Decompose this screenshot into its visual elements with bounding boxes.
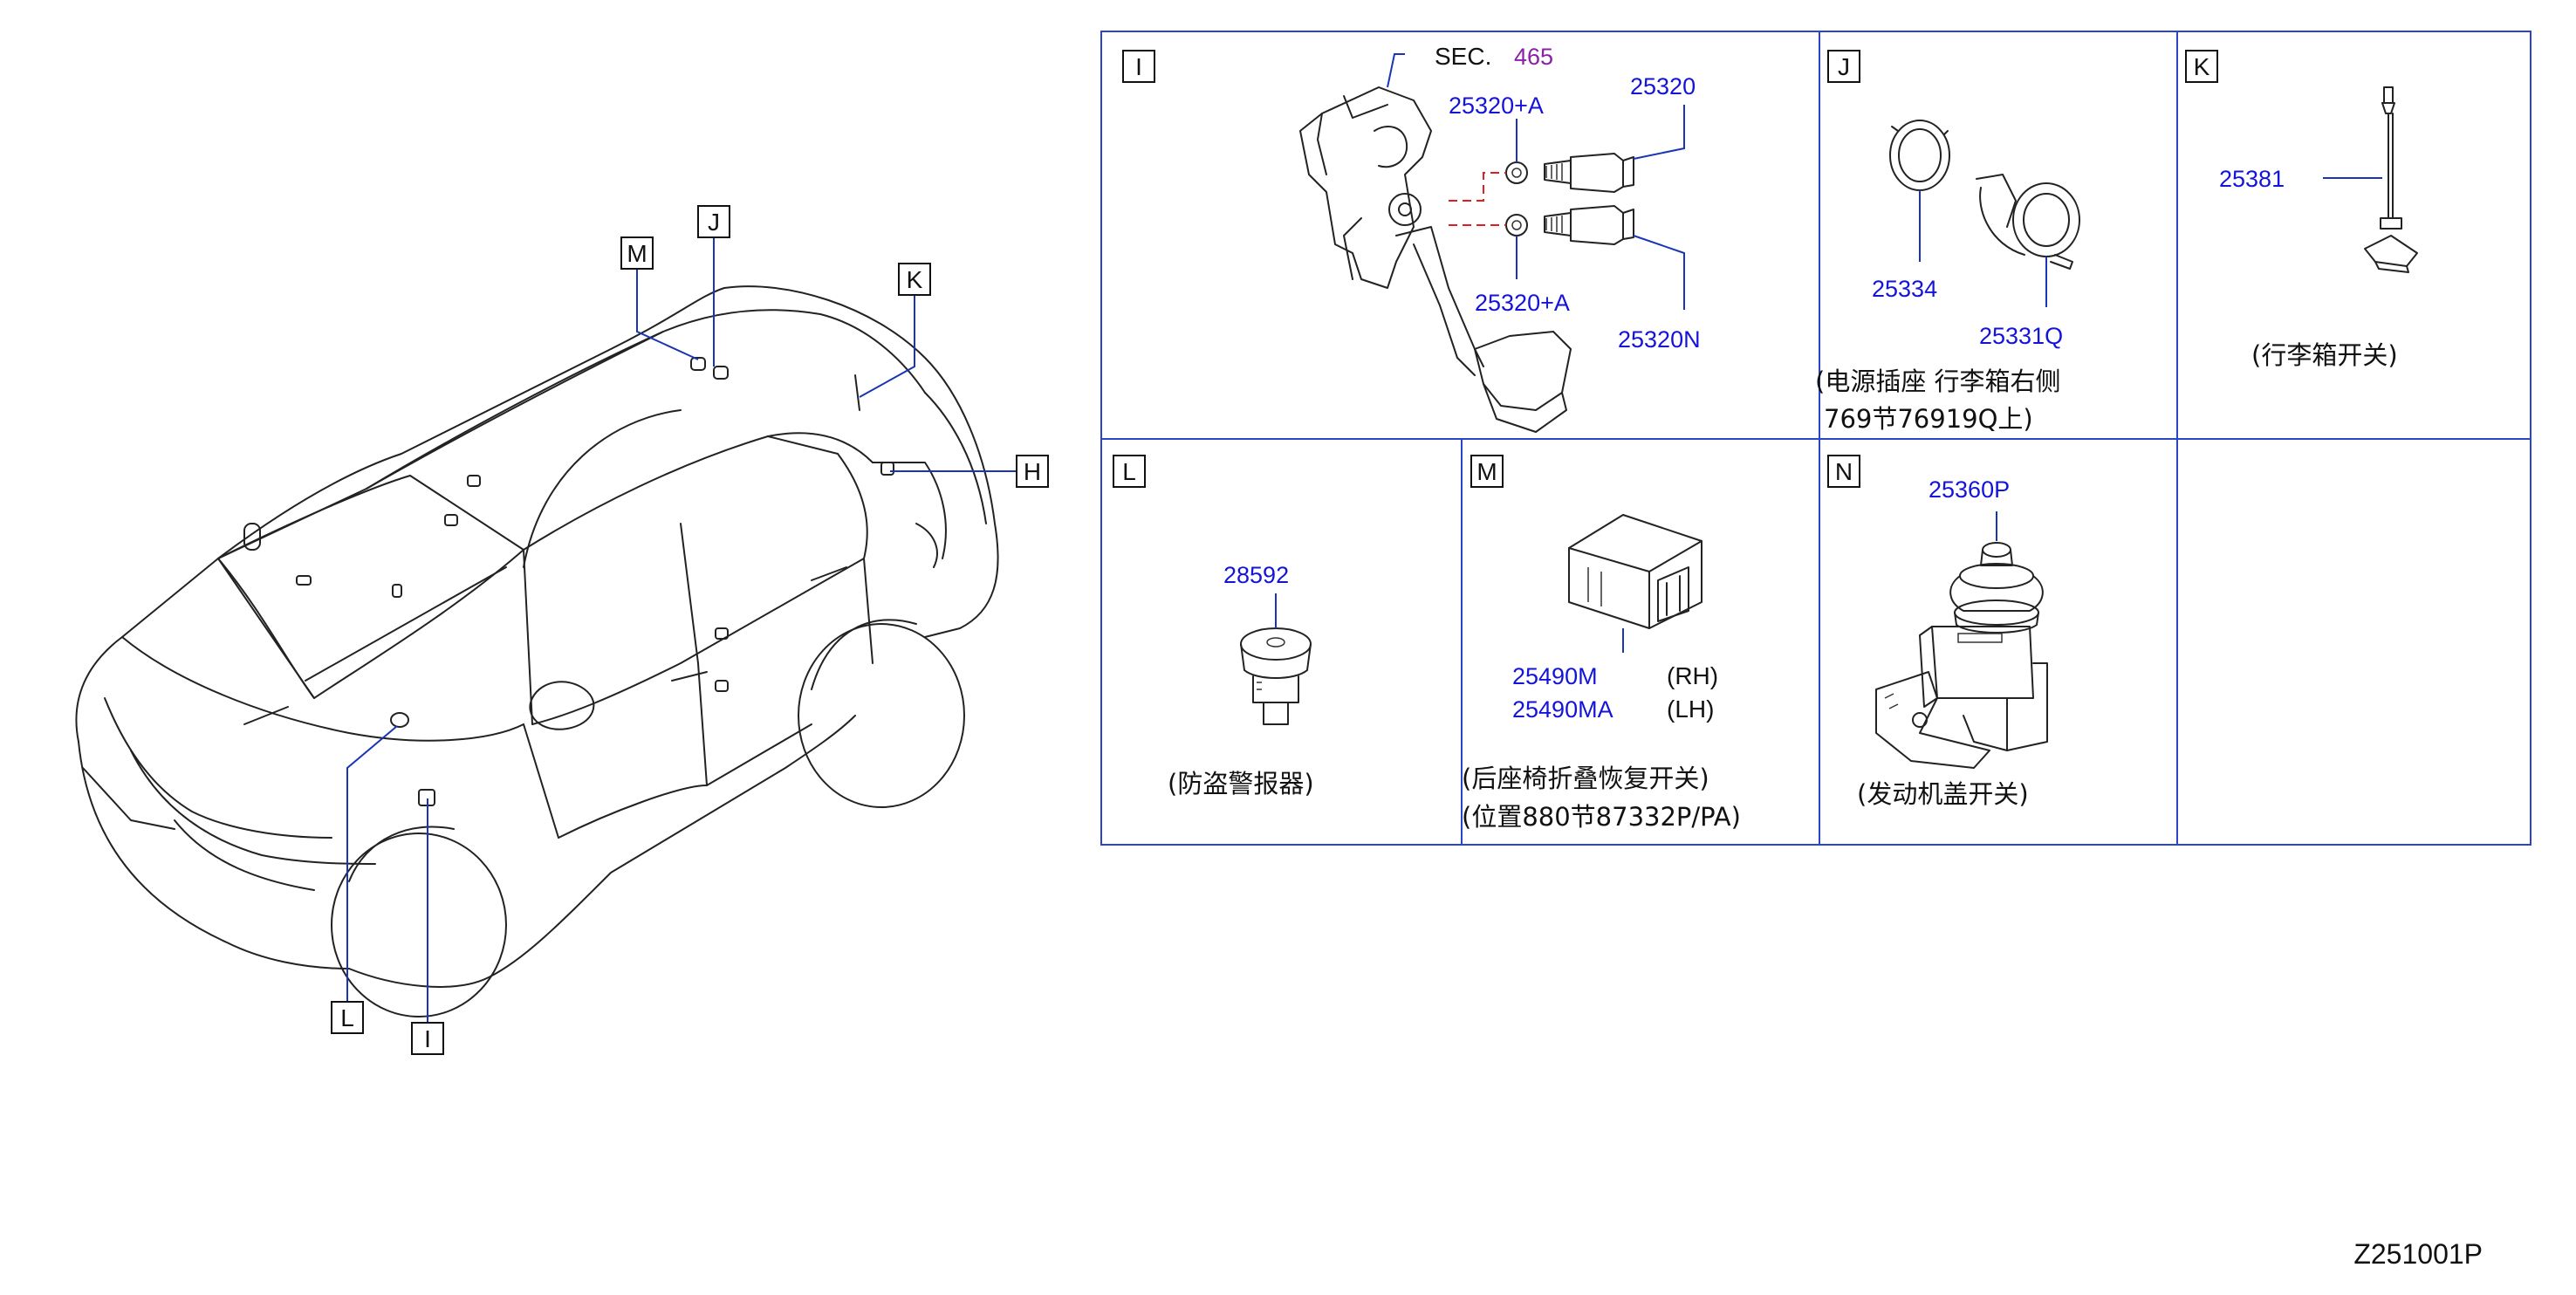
car-callout-i[interactable]: I <box>411 1022 444 1055</box>
panel-l: L 28592 (防盗警报器) <box>1113 455 1314 798</box>
svg-text:I: I <box>424 1025 431 1052</box>
panel-j-note-line1: (电源插座 行李箱右侧 <box>1815 367 2061 396</box>
panel-n: N 25360P (发动机盖开关) <box>1827 455 2048 809</box>
part-number-25320-a-upper: 25320+A <box>1449 92 1544 119</box>
side-rh: (RH) <box>1667 662 1718 689</box>
stop-lamp-switch-upper <box>1505 153 1634 193</box>
panel-j-id: J <box>1838 53 1850 80</box>
svg-text:L: L <box>340 1004 354 1031</box>
panel-m-note-line2: (位置880节87332P/PA) <box>1462 802 1741 832</box>
part-number-25331q: 25331Q <box>1979 323 2063 349</box>
part-number-25490m: 25490M <box>1512 663 1598 689</box>
panel-n-id: N <box>1835 458 1853 485</box>
vehicle-callouts: M J K H L I <box>331 205 1049 1055</box>
panel-i-sec-prefix: SEC. <box>1435 43 1491 70</box>
panel-i: I <box>1122 43 1701 433</box>
panel-grid <box>1100 31 2531 846</box>
panel-l-id: L <box>1122 458 1136 485</box>
panel-j-note-line2: 769节76919Q上) <box>1824 404 2033 434</box>
part-number-25381: 25381 <box>2219 166 2285 192</box>
panel-k: K 25381 (行李箱开关) <box>2185 50 2418 370</box>
svg-text:H: H <box>1024 458 1041 485</box>
part-number-25334: 25334 <box>1872 276 1937 302</box>
svg-text:M: M <box>627 240 647 267</box>
panel-k-id: K <box>2194 53 2210 80</box>
panel-i-sec-number: 465 <box>1514 44 1553 70</box>
part-number-25320-a-lower: 25320+A <box>1475 290 1570 316</box>
panel-i-id: I <box>1135 53 1142 80</box>
car-callout-k[interactable]: K <box>898 263 931 296</box>
panel-j: J 25334 25331Q (电源插座 行李箱右侧 769节76919Q上) <box>1815 50 2080 434</box>
seat-fold-switch <box>1568 514 1702 629</box>
panel-l-note: (防盗警报器) <box>1168 769 1314 798</box>
side-lh: (LH) <box>1667 695 1714 723</box>
part-number-25490ma: 25490MA <box>1512 696 1613 723</box>
panel-m-id: M <box>1476 458 1497 485</box>
car-callout-h[interactable]: H <box>1016 455 1049 488</box>
theft-alarm-switch <box>1240 627 1312 725</box>
panel-k-note: (行李箱开关) <box>2251 340 2398 370</box>
power-outlet-socket <box>1976 174 2080 270</box>
part-number-25320: 25320 <box>1630 73 1696 99</box>
stop-lamp-switch-lower <box>1505 205 1634 245</box>
part-number-25360p: 25360P <box>1929 476 2010 503</box>
vehicle-leader-lines <box>346 237 1017 1023</box>
part-number-25320n: 25320N <box>1618 326 1701 353</box>
hood-switch <box>1875 542 2048 769</box>
power-outlet-ring <box>1889 120 1950 191</box>
svg-text:J: J <box>708 209 720 236</box>
vehicle-illustration <box>75 285 999 1018</box>
panel-n-note: (发动机盖开关) <box>1857 779 2029 809</box>
panel-m: M 25490M 25490MA (RH) (LH) (后座椅折叠恢复开关) (… <box>1462 455 1741 832</box>
panel-m-note-line1: (后座椅折叠恢复开关) <box>1462 764 1709 793</box>
svg-text:K: K <box>907 266 923 293</box>
car-callout-j[interactable]: J <box>697 205 730 238</box>
brake-pedal-assembly <box>1299 86 1572 433</box>
trunk-switch <box>2364 86 2418 273</box>
car-callout-m[interactable]: M <box>620 236 654 270</box>
diagram-code: Z251001P <box>2353 1238 2483 1270</box>
car-callout-l[interactable]: L <box>331 1001 364 1034</box>
part-number-28592: 28592 <box>1223 562 1289 588</box>
